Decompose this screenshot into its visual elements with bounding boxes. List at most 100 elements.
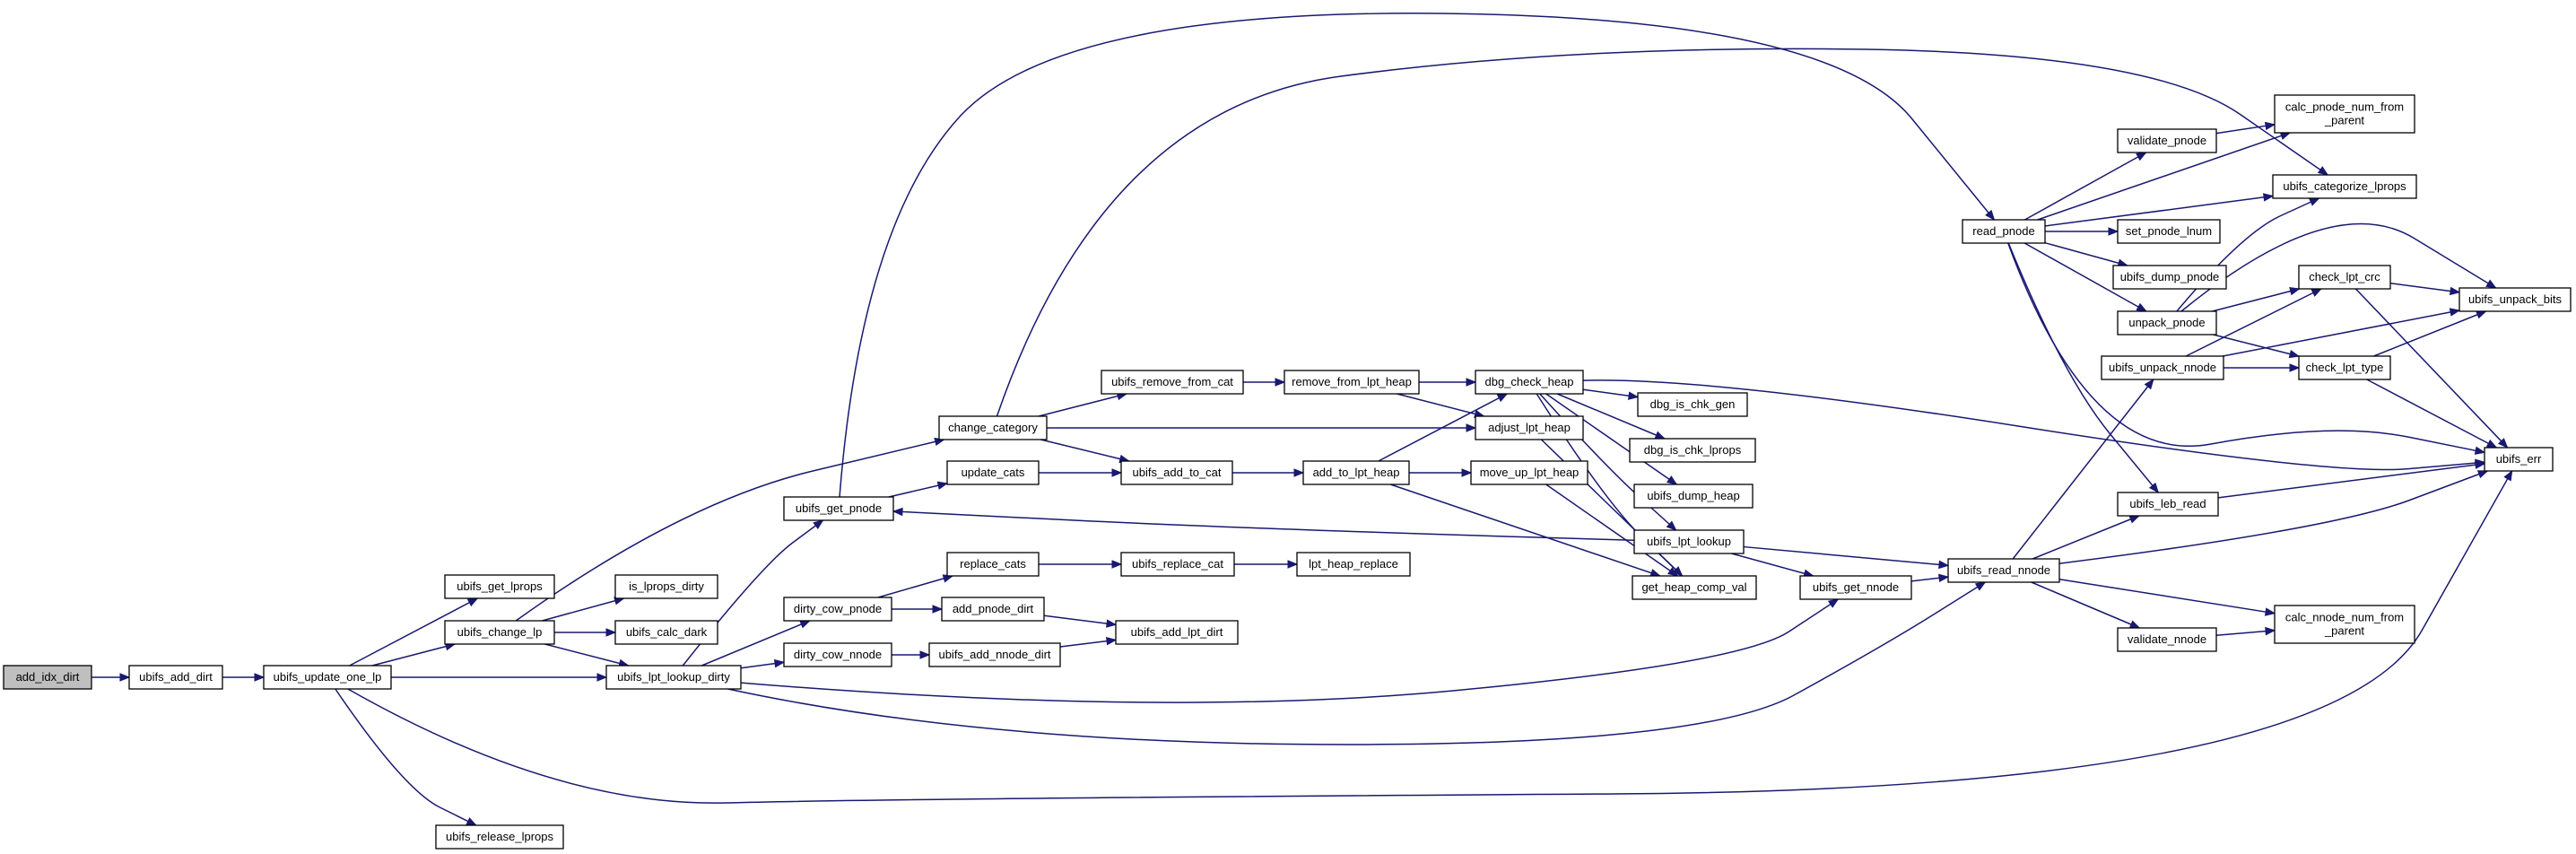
node-ubifs_remove_from_cat[interactable]: ubifs_remove_from_cat <box>1101 370 1244 395</box>
node-ubifs_get_nnode[interactable]: ubifs_get_nnode <box>1799 575 1912 600</box>
node-box <box>941 597 1045 622</box>
edge-read_pnode-to-ubifs_err <box>2007 242 2485 454</box>
node-box <box>2272 174 2417 199</box>
node-dirty_cow_nnode[interactable]: dirty_cow_nnode <box>783 642 892 667</box>
arrowhead-ubifs_err <box>2476 470 2489 479</box>
edge-remove_from_lpt_heap-to-adjust_lpt_heap <box>1397 393 1484 417</box>
edge-ubifs_update_one_lp-to-ubifs_get_lprops <box>349 597 478 667</box>
node-box <box>946 552 1040 577</box>
node-box <box>1475 415 1584 440</box>
edge-ubifs_lpt_lookup_dirty-to-ubifs_get_nnode <box>740 598 1839 703</box>
edge-ubifs_change_lp-to-ubifs_lpt_lookup_dirty <box>544 643 629 667</box>
node-ubifs_lpt_lookup_dirty[interactable]: ubifs_lpt_lookup_dirty <box>605 665 742 690</box>
node-label: dirty_cow_pnode <box>794 602 882 615</box>
edge-validate_pnode-to-calc_pnode_num_from_parent <box>2215 124 2276 135</box>
node-validate_nnode[interactable]: validate_nnode <box>2117 627 2217 652</box>
node-adjust_lpt_heap[interactable]: adjust_lpt_heap <box>1475 415 1584 440</box>
node-move_up_lpt_heap[interactable]: move_up_lpt_heap <box>1470 460 1588 485</box>
arrowhead-ubifs_err <box>2503 469 2513 482</box>
node-ubifs_update_one_lp[interactable]: ubifs_update_one_lp <box>263 665 392 690</box>
node-ubifs_read_nnode[interactable]: ubifs_read_nnode <box>1947 558 2060 583</box>
edge-ubifs_read_nnode-to-ubifs_unpack_nnode <box>2012 379 2154 560</box>
node-ubifs_dump_pnode[interactable]: ubifs_dump_pnode <box>2112 265 2227 290</box>
node-label: ubifs_release_lprops <box>446 830 553 843</box>
node-label: validate_nnode <box>2128 632 2206 646</box>
node-dbg_is_chk_lprops[interactable]: dbg_is_chk_lprops <box>1629 438 1756 463</box>
node-box <box>1101 370 1244 395</box>
node-ubifs_add_dirt[interactable]: ubifs_add_dirt <box>128 665 223 690</box>
edge-add_to_lpt_heap-to-dbg_check_heap <box>1378 393 1508 462</box>
arrowhead-ubifs_err <box>2474 446 2486 455</box>
node-box <box>2101 355 2224 380</box>
edge-unpack_pnode-to-check_lpt_type <box>2213 334 2300 357</box>
node-dbg_is_chk_gen[interactable]: dbg_is_chk_gen <box>1637 392 1748 417</box>
edge-ubifs_lpt_lookup_dirty-to-ubifs_read_nnode <box>727 581 1986 745</box>
node-set_pnode_lnum[interactable]: set_pnode_lnum <box>2117 219 2221 244</box>
node-change_category[interactable]: change_category <box>938 415 1048 440</box>
node-calc_pnode_num_from_parent[interactable]: calc_pnode_num_from_parent <box>2274 94 2415 134</box>
node-ubifs_leb_read[interactable]: ubifs_leb_read <box>2117 492 2219 517</box>
node-read_pnode[interactable]: read_pnode <box>1962 219 2046 244</box>
edge-change_category-to-ubifs_categorize_lprops <box>996 48 2328 417</box>
node-ubifs_lpt_lookup[interactable]: ubifs_lpt_lookup <box>1633 529 1745 554</box>
arrowhead-add_to_lpt_heap <box>1293 468 1305 477</box>
node-box <box>435 824 564 850</box>
node-box <box>2274 94 2415 134</box>
node-label: _parent <box>2324 114 2364 127</box>
node-ubifs_add_nnode_dirt[interactable]: ubifs_add_nnode_dirt <box>928 642 1061 667</box>
node-add_idx_dirt[interactable]: add_idx_dirt <box>3 665 92 690</box>
arrowhead-ubifs_replace_cat <box>1111 560 1123 569</box>
arrowhead-calc_nnode_num_from_parent <box>2265 626 2276 636</box>
arrowhead-dirty_cow_pnode <box>799 620 811 629</box>
node-label: ubifs_add_dirt <box>139 670 213 684</box>
node-add_to_lpt_heap[interactable]: add_to_lpt_heap <box>1302 460 1410 485</box>
node-ubifs_dump_heap[interactable]: ubifs_dump_heap <box>1633 484 1754 509</box>
arrowhead-ubifs_categorize_lprops <box>2308 197 2320 206</box>
arrowhead-ubifs_unpack_bits <box>2449 286 2461 296</box>
node-is_lprops_dirty[interactable]: is_lprops_dirty <box>614 574 718 599</box>
node-get_heap_comp_val[interactable]: get_heap_comp_val <box>1632 575 1757 600</box>
node-box <box>1284 370 1420 395</box>
node-label: ubifs_add_lpt_dirt <box>1131 625 1223 639</box>
node-dbg_check_heap[interactable]: dbg_check_heap <box>1475 370 1584 395</box>
edge-move_up_lpt_heap-to-get_heap_comp_val <box>1545 484 1678 577</box>
node-validate_pnode[interactable]: validate_pnode <box>2117 128 2217 153</box>
edge-dirty_cow_pnode-to-replace_cats <box>877 575 953 598</box>
node-box <box>1470 460 1588 485</box>
node-replace_cats[interactable]: replace_cats <box>946 552 1040 577</box>
arrowhead-dbg_is_chk_gen <box>1627 391 1640 400</box>
node-ubifs_change_lp[interactable]: ubifs_change_lp <box>444 620 555 645</box>
node-calc_nnode_num_from_parent[interactable]: calc_nnode_num_from_parent <box>2274 605 2415 644</box>
node-ubifs_release_lprops[interactable]: ubifs_release_lprops <box>435 824 564 850</box>
node-unpack_pnode[interactable]: unpack_pnode <box>2117 310 2217 336</box>
edge-read_pnode-to-unpack_pnode <box>2023 242 2147 312</box>
arrowhead-get_heap_comp_val <box>1672 566 1684 577</box>
node-label: read_pnode <box>1972 224 2034 238</box>
edge-change_category-to-ubifs_remove_from_cat <box>1038 393 1127 417</box>
node-box <box>2112 265 2227 290</box>
node-ubifs_categorize_lprops[interactable]: ubifs_categorize_lprops <box>2272 174 2417 199</box>
arrowhead-adjust_lpt_heap <box>1466 423 1477 432</box>
node-update_cats[interactable]: update_cats <box>946 460 1040 485</box>
node-remove_from_lpt_heap[interactable]: remove_from_lpt_heap <box>1284 370 1420 395</box>
node-box <box>1962 219 2046 244</box>
node-label: add_idx_dirt <box>16 670 80 684</box>
node-ubifs_add_to_cat[interactable]: ubifs_add_to_cat <box>1120 460 1233 485</box>
arrowhead-ubifs_read_nnode <box>1938 573 1950 583</box>
node-check_lpt_type[interactable]: check_lpt_type <box>2298 355 2391 380</box>
node-box <box>946 460 1040 485</box>
node-dirty_cow_pnode[interactable]: dirty_cow_pnode <box>783 597 892 622</box>
node-lpt_heap_replace[interactable]: lpt_heap_replace <box>1296 552 1411 577</box>
node-add_pnode_dirt[interactable]: add_pnode_dirt <box>941 597 1045 622</box>
node-ubifs_err[interactable]: ubifs_err <box>2484 447 2554 472</box>
node-ubifs_add_lpt_dirt[interactable]: ubifs_add_lpt_dirt <box>1115 620 1239 645</box>
node-ubifs_get_pnode[interactable]: ubifs_get_pnode <box>783 496 894 521</box>
node-ubifs_get_lprops[interactable]: ubifs_get_lprops <box>444 574 555 599</box>
arrowhead-remove_from_lpt_heap <box>1275 378 1286 387</box>
node-ubifs_unpack_bits[interactable]: ubifs_unpack_bits <box>2459 287 2572 312</box>
node-check_lpt_crc[interactable]: check_lpt_crc <box>2298 265 2391 290</box>
node-ubifs_unpack_nnode[interactable]: ubifs_unpack_nnode <box>2101 355 2224 380</box>
node-ubifs_replace_cat[interactable]: ubifs_replace_cat <box>1120 552 1235 577</box>
node-ubifs_calc_dark[interactable]: ubifs_calc_dark <box>614 620 718 645</box>
arrowhead-check_lpt_type <box>2289 363 2301 372</box>
